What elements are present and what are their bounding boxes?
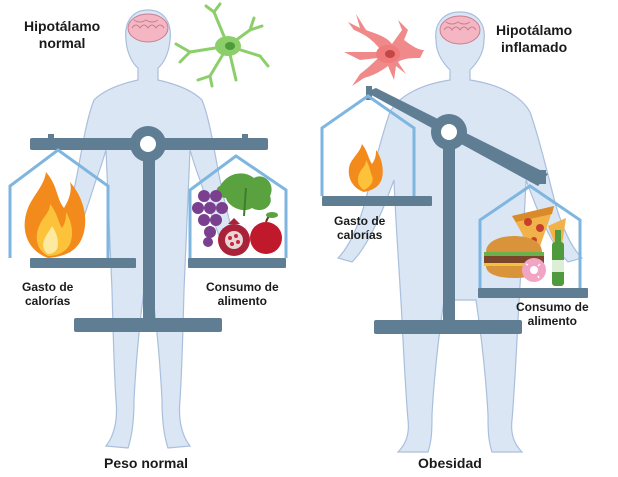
right-expenditure-label: Gasto de calorías <box>334 214 385 243</box>
flame-icon <box>24 172 86 258</box>
left-balance-scale <box>30 126 286 332</box>
left-expenditure-label-line1: Gasto de <box>22 280 74 294</box>
right-expenditure-label-line2: calorías <box>336 228 383 243</box>
left-expenditure-label: Gasto de calorías <box>22 280 73 309</box>
left-caption: Peso normal <box>104 455 189 471</box>
left-hypothalamus-label: Hipotálamo normal <box>24 18 100 52</box>
left-intake-basket <box>188 154 288 258</box>
right-hypothalamus-label: Hipotálamo inflamado <box>496 22 572 56</box>
inflamed-neuron-icon <box>344 14 424 86</box>
right-caption: Obesidad <box>418 455 482 471</box>
left-brain-icon <box>127 13 169 43</box>
right-intake-label: Consumo de alimento <box>516 300 589 329</box>
left-expenditure-basket <box>8 148 110 258</box>
small-flame-icon <box>348 144 383 192</box>
microglia-neuron-icon <box>174 2 270 88</box>
right-intake-label-line1: Consumo de <box>516 300 589 314</box>
right-human-figure <box>336 11 584 453</box>
left-hypothalamus-label-line2: normal <box>38 34 86 51</box>
left-expenditure-label-line2: calorías <box>24 294 71 309</box>
right-expenditure-label-line1: Gasto de <box>334 214 386 228</box>
right-balance-scale <box>322 86 588 334</box>
left-intake-label-line2: alimento <box>217 294 267 309</box>
right-brain-icon <box>439 15 481 45</box>
right-intake-label-line2: alimento <box>527 314 577 329</box>
right-hypothalamus-label-line1: Hipotálamo <box>496 22 573 38</box>
fruit-vegetables-icon <box>192 173 282 256</box>
left-intake-label-line1: Consumo de <box>206 280 279 294</box>
right-intake-basket <box>478 184 582 288</box>
right-expenditure-basket <box>320 94 416 196</box>
right-hypothalamus-label-line2: inflamado <box>501 38 568 55</box>
junk-food-icon <box>484 206 566 286</box>
left-intake-label: Consumo de alimento <box>206 280 279 309</box>
left-hypothalamus-label-line1: Hipotálamo <box>24 18 101 34</box>
